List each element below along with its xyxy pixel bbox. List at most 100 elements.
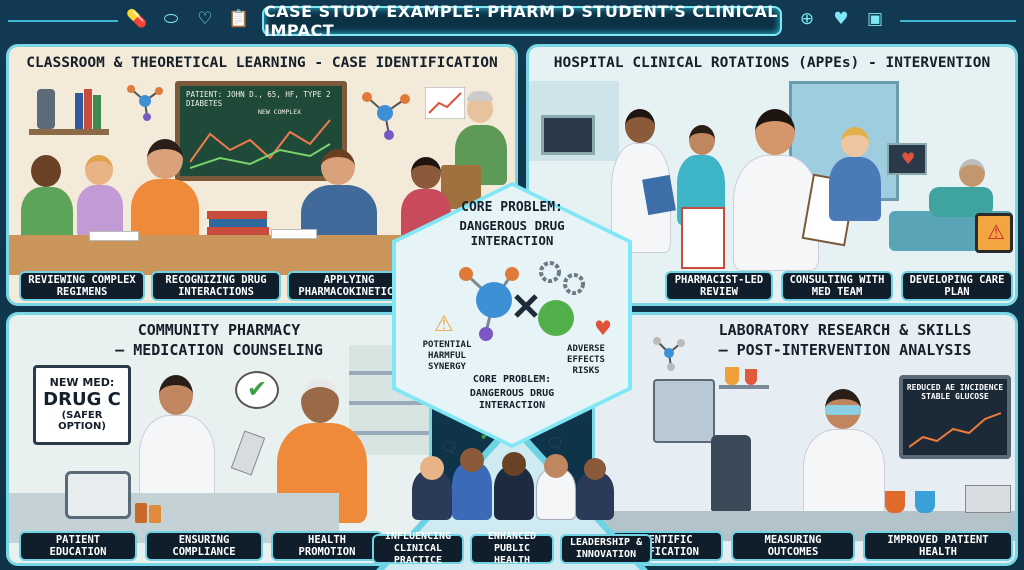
pill-icon: 💊 — [126, 9, 148, 29]
graduate-head — [420, 456, 444, 480]
panel-lab: LABORATORY RESEARCH & SKILLS – POST-INTE… — [592, 312, 1018, 566]
center-bottom-title: CORE PROBLEM: — [472, 374, 552, 385]
board-sub: NEW COMPLEX — [258, 108, 302, 116]
heart-monitor: ♥ — [887, 143, 927, 175]
label-consulting-team: CONSULTING WITH MED TEAM — [781, 271, 893, 301]
book-spine — [75, 93, 83, 129]
label-health-promotion: HEALTH PROMOTION — [271, 531, 383, 561]
panel-community: COMMUNITY PHARMACY – MEDICATION COUNSELI… — [6, 312, 432, 566]
top-divider-left — [8, 20, 118, 22]
speech-bubble: ✔ — [235, 371, 279, 409]
graduate-head — [460, 448, 484, 472]
checklist — [681, 207, 725, 269]
lab-title-2: – POST-INTERVENTION ANALYSIS — [718, 341, 972, 359]
community-title-2: – MEDICATION COUNSELING — [115, 341, 323, 359]
flask — [915, 491, 935, 513]
book-stack — [207, 227, 269, 235]
molecule-icon — [653, 337, 685, 371]
book-stack — [207, 211, 267, 219]
patient-body — [929, 187, 993, 217]
pharmacist-body — [733, 155, 819, 271]
student-body — [77, 185, 123, 237]
pill-pack — [230, 430, 266, 476]
label-ensuring-compliance: ENSURING COMPLIANCE — [145, 531, 263, 561]
clipboard-icon — [642, 174, 676, 216]
board-text: PATIENT: JOHN D., 65, HF, TYPE 2 DIABETE… — [186, 90, 331, 108]
student-head — [85, 155, 113, 185]
clipboard-icon: 📋 — [228, 9, 250, 29]
notebook — [89, 231, 139, 241]
monitor-icon: ▣ — [866, 9, 884, 29]
flask — [745, 369, 757, 385]
register-screen — [65, 471, 131, 519]
page-title: CASE STUDY EXAMPLE: PHARM D STUDENT'S CL… — [262, 2, 782, 40]
label-improved-health: IMPROVED PATIENT HEALTH — [863, 531, 1013, 561]
center-hex — [396, 186, 628, 444]
bandage-icon: ⊕ — [799, 9, 815, 29]
sign-line-3: (SAFER OPTION) — [58, 410, 106, 432]
community-title-1: COMMUNITY PHARMACY — [137, 321, 301, 339]
heartbeat-icon: ♥ — [833, 9, 849, 29]
center-left-note: POTENTIAL HARMFUL SYNERGY — [422, 340, 472, 372]
doctor-head — [625, 109, 655, 143]
flask — [885, 491, 905, 513]
pill-bottle — [135, 503, 147, 523]
label-applying-pharmacokinetics: APPLYING PHARMACOKINETICS — [287, 271, 411, 301]
monitor-icon — [541, 115, 595, 155]
doctor-head — [841, 127, 869, 157]
label-developing-plan: DEVELOPING CARE PLAN — [901, 271, 1013, 301]
label-patient-education: PATIENT EDUCATION — [19, 531, 137, 561]
panel-hospital: HOSPITAL CLINICAL ROTATIONS (APPEs) - IN… — [526, 44, 1018, 306]
label-public-health: ENHANCED PUBLIC HEALTH — [470, 531, 554, 566]
pharmacist-head — [159, 375, 193, 415]
check-icon: ✔ — [480, 428, 492, 444]
sign-line-2: DRUG C — [43, 389, 121, 410]
graduate-head — [584, 458, 606, 480]
drug-interaction-diagram — [459, 261, 585, 341]
lab-title-1: LABORATORY RESEARCH & SKILLS — [718, 321, 972, 339]
capsule-icon: ⬭ — [163, 9, 179, 29]
shelf — [29, 129, 109, 135]
molecule-icon — [362, 92, 410, 140]
top-divider-right — [900, 20, 1016, 22]
patient-head — [301, 379, 339, 423]
classroom-title: CLASSROOM & THEORETICAL LEARNING - CASE … — [26, 55, 498, 71]
lab-shelf — [719, 385, 769, 389]
check-icon: ✔ — [247, 375, 268, 403]
warning-sign: ⚠ — [975, 213, 1013, 253]
doctor-body — [829, 157, 881, 221]
molecule-icon — [127, 85, 163, 121]
test-tube-rack — [965, 485, 1011, 513]
student-head — [147, 139, 183, 179]
chat-icon: 🗨 — [440, 440, 458, 456]
center-top-subtitle: DANGEROUS DRUG INTERACTION — [459, 218, 565, 248]
book-spine — [84, 89, 92, 129]
microscope-icon — [37, 89, 55, 129]
safety-goggles — [825, 405, 861, 415]
center-top-title: CORE PROBLEM: — [461, 200, 563, 215]
chalkboard: PATIENT: JOHN D., 65, HF, TYPE 2 DIABETE… — [175, 81, 347, 181]
pharmacist-head — [755, 109, 795, 155]
professor-hair — [467, 91, 493, 101]
graduate-head — [544, 454, 568, 478]
notebook — [271, 229, 317, 239]
chat-icon: 🗨 — [546, 436, 564, 452]
monitor-line-1: REDUCED AE INCIDENCE — [906, 383, 1004, 392]
top-bar: 💊 ⬭ ♡ 📋 CASE STUDY EXAMPLE: PHARM D STUD… — [0, 0, 1024, 40]
heartbeat-icon: ♥ — [594, 316, 612, 340]
data-monitor: REDUCED AE INCIDENCE STABLE GLUCOSE — [899, 375, 1011, 459]
new-med-sign: NEW MED: DRUG C (SAFER OPTION) — [33, 365, 131, 445]
label-pharmacist-review: PHARMACIST-LED REVIEW — [665, 271, 773, 301]
microscope-icon — [711, 435, 751, 511]
graduate-head — [502, 452, 526, 476]
label-leadership: LEADERSHIP & INNOVATION — [560, 534, 652, 564]
student-head — [31, 155, 61, 187]
label-clinical-practice: INFLUENCING CLINICAL PRACTICE — [372, 531, 464, 566]
warning-icon: ⚠ — [987, 220, 1005, 244]
board-chart — [190, 119, 331, 169]
monitor-line-2: STABLE GLUCOSE — [921, 392, 989, 401]
book-stack — [209, 219, 267, 227]
warning-icon: ⚠ — [434, 312, 454, 337]
label-recognizing-interactions: RECOGNIZING DRUG INTERACTIONS — [151, 271, 281, 301]
